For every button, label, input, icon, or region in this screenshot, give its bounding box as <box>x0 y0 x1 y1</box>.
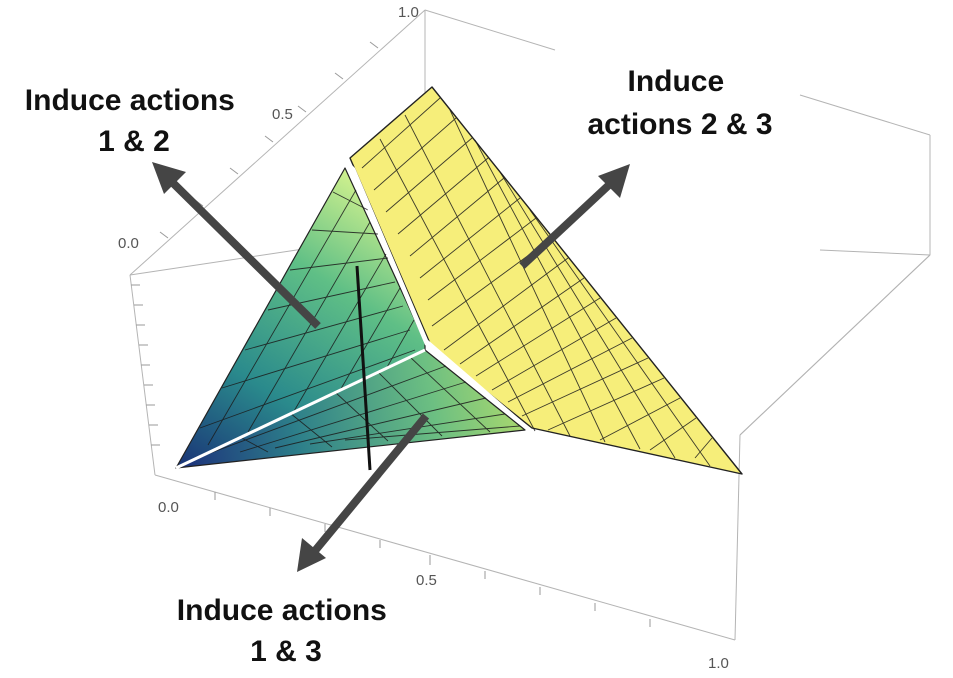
arrow-actions-1-2 <box>152 162 321 329</box>
back-axis-tick-2: 0.5 <box>272 106 293 123</box>
region-boundaries <box>175 158 530 470</box>
label-actions-1-2: Induce actions 1 & 2 <box>25 84 243 158</box>
back-axis-tick-3: 0.0 <box>118 235 139 252</box>
surface-actions-2-3 <box>349 86 743 475</box>
back-axis-tick-1: 1.0 <box>398 4 419 21</box>
label-actions-1-3: Induce actions 1 & 3 <box>177 594 395 668</box>
axis-ticks <box>131 41 651 627</box>
arrow-actions-1-3 <box>297 413 430 572</box>
label-actions-2-3: Induce actions 2 & 3 <box>587 65 772 141</box>
vertical-line <box>355 265 372 471</box>
front-axis-tick-2: 0.5 <box>416 572 437 589</box>
front-axis-tick-3: 1.0 <box>708 655 729 672</box>
arrow-actions-2-3 <box>519 164 630 269</box>
bounding-box <box>129 9 931 641</box>
front-axis-tick-1: 0.0 <box>158 499 179 516</box>
